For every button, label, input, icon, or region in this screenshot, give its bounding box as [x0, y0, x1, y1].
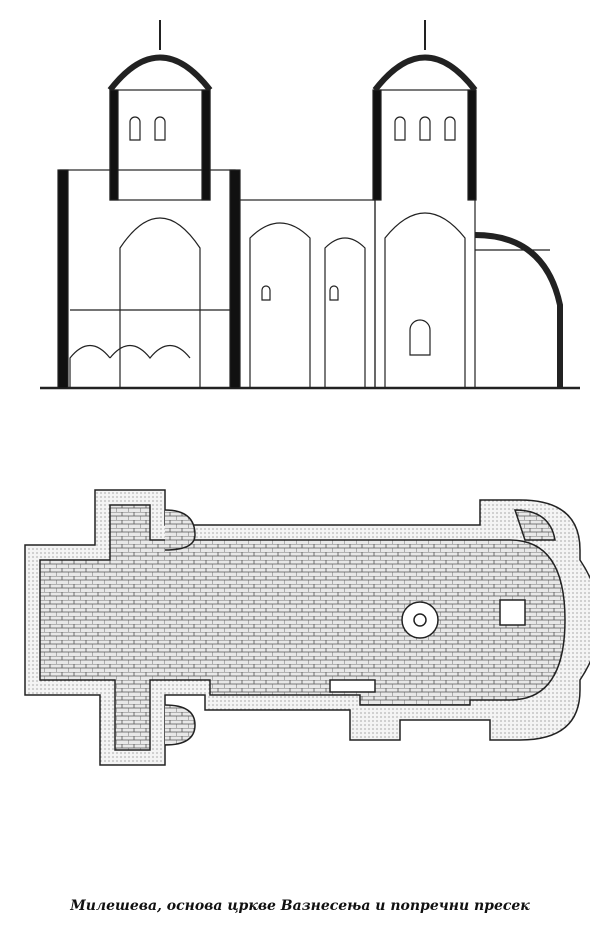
floor-plan-drawing: [24, 489, 590, 766]
figure-caption: Милешева, основа цркве Вазнесења и попре…: [70, 898, 530, 914]
cross-section-drawing: [40, 20, 580, 390]
